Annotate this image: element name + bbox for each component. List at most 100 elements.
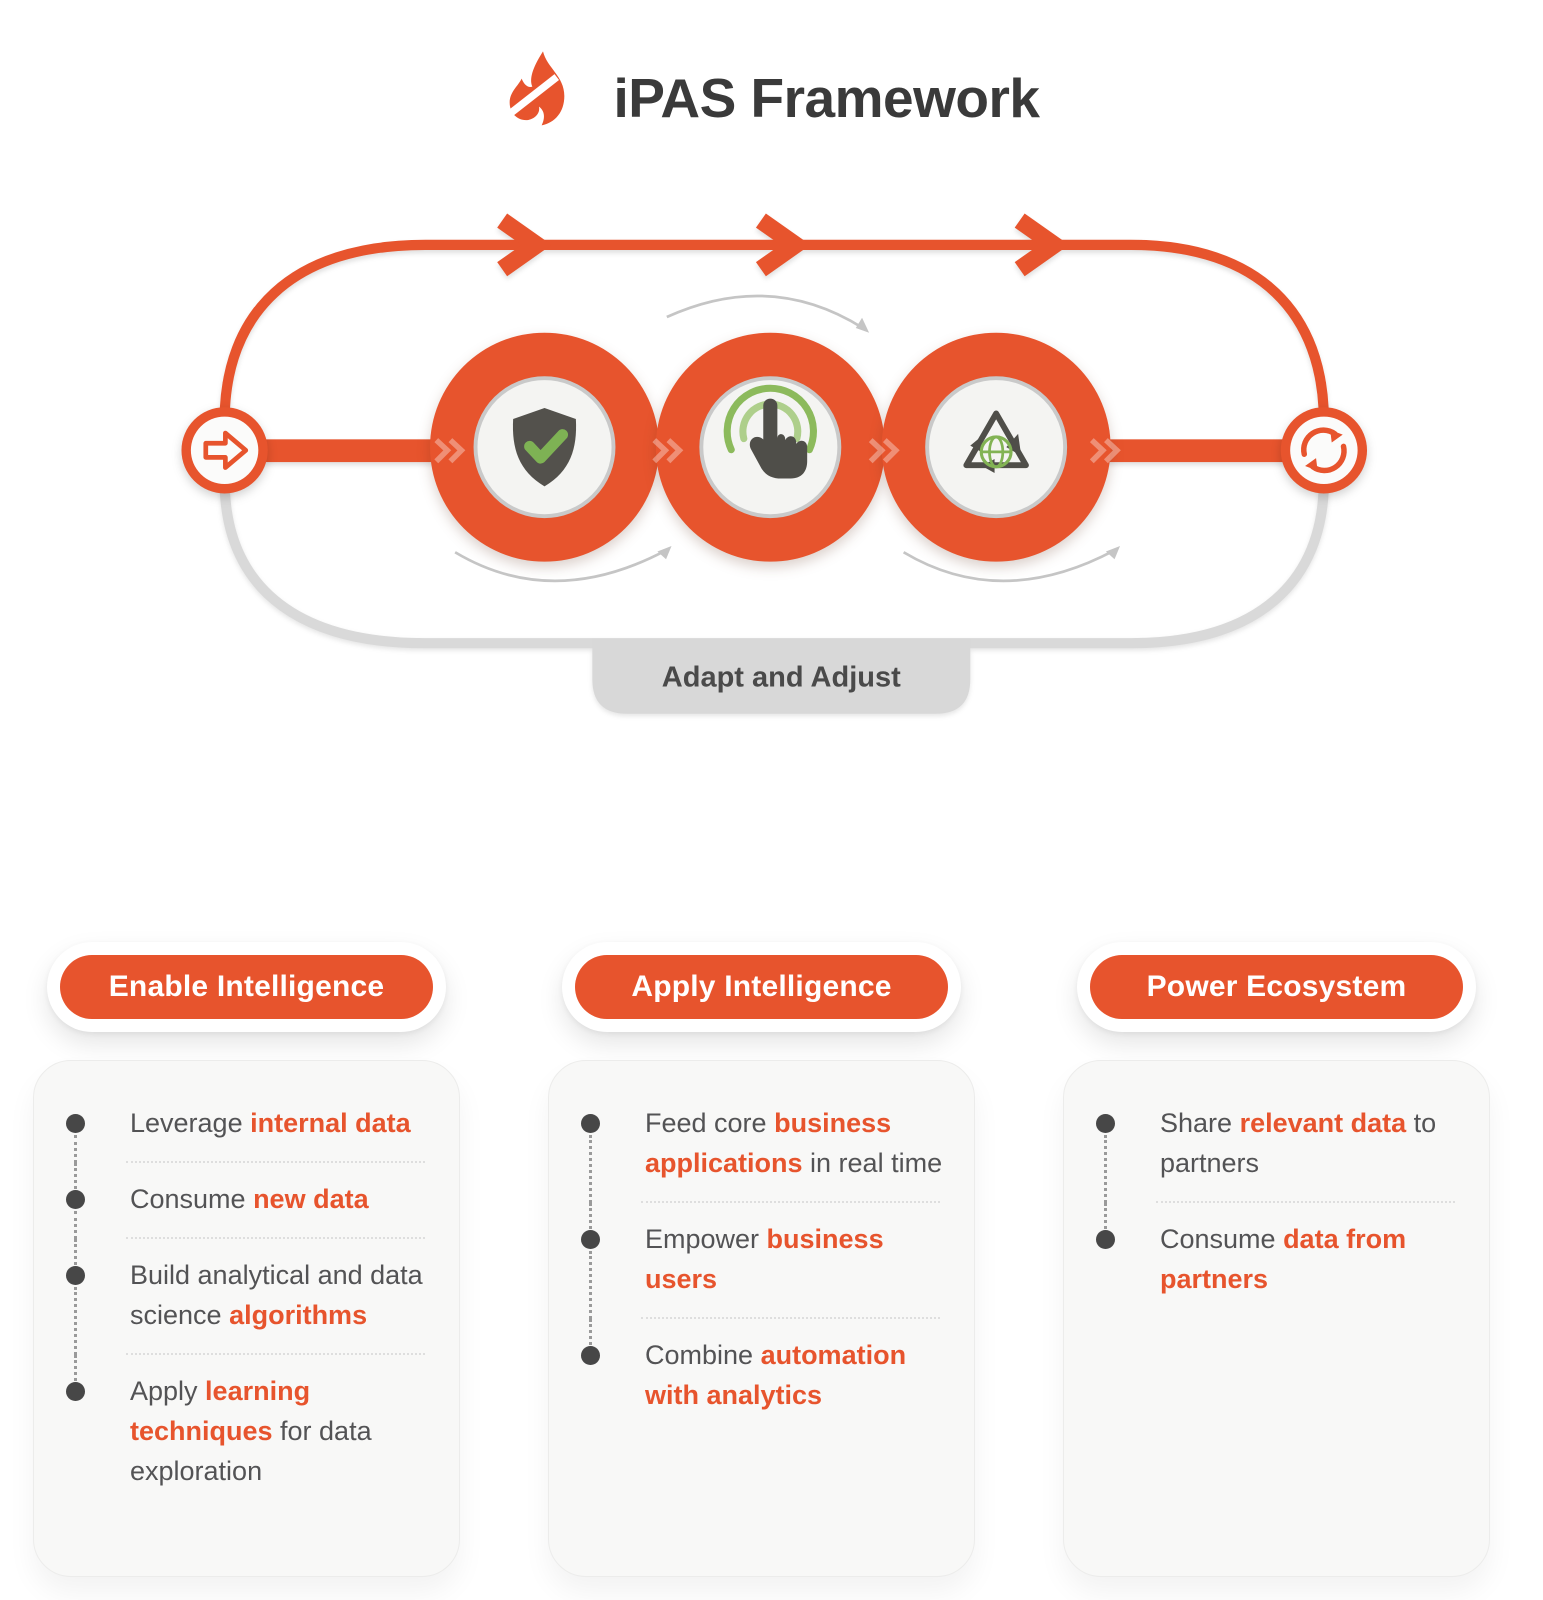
flow-diagram-svg: Adapt and Adjust [181,213,1368,714]
bullet-rail [74,1163,77,1189]
columns-section: Enable Intelligence Leverage internal da… [33,942,1490,1577]
item-text-segment: to partners [1160,1108,1437,1178]
item-separator [1156,1201,1455,1203]
cycle-arc-bottom-right [902,549,1115,583]
chevron-right-icon [652,438,684,464]
item-text-segment: Empower [645,1224,767,1254]
arrowhead-icon [497,213,552,277]
bullet-dot [66,1114,85,1133]
item-highlight: data from partners [1160,1224,1407,1294]
item-highlight: business users [645,1224,884,1294]
end-node [1280,407,1368,494]
list-item: Apply learning techniques for data explo… [64,1353,429,1509]
item-separator [641,1317,940,1319]
item-text-segment: Consume [1160,1224,1284,1254]
bullet-rail [74,1239,77,1265]
item-highlight: automation with analytics [645,1340,907,1410]
bullet-rail [589,1203,592,1229]
list-item: Build analytical and data science algori… [64,1237,429,1355]
flame-icon [503,51,565,126]
item-text: Consume data from partners [1160,1224,1406,1294]
adapt-adjust-tab [592,638,971,714]
bullet-rail [1104,1203,1107,1229]
column-header-wrap: Power Ecosystem [1077,942,1476,1032]
item-highlight: algorithms [229,1300,368,1330]
stage-circle-3 [881,332,1111,562]
cycle-arc-bottom-left [454,549,666,583]
band-chevrons [434,438,1121,464]
cycle-arrows [454,294,1115,583]
column-header-wrap: Enable Intelligence [47,942,446,1032]
chevron-right-icon [434,438,466,464]
bullet-dot [581,1114,600,1133]
column-title: Power Ecosystem [1090,955,1463,1019]
item-highlight: internal data [250,1108,411,1138]
item-highlight: business applications [645,1108,892,1178]
item-highlight: learning techniques [130,1376,311,1446]
item-text: Feed core business applications in real … [645,1108,942,1178]
item-text-segment: Feed core [645,1108,775,1138]
bullet-rail [1104,1135,1107,1203]
bullet-rail [74,1287,77,1355]
shield-check-icon [512,407,577,487]
bullet-rail [74,1135,77,1163]
item-text: Consume new data [130,1184,369,1214]
chevron-right-icon [868,438,900,464]
globe-icon [979,435,1013,469]
item-separator [126,1353,425,1355]
cycle-arc-top [666,294,864,330]
list-item: Combine automation with analytics [579,1317,944,1433]
item-separator [126,1161,425,1163]
framework-column: Enable Intelligence Leverage internal da… [33,942,460,1577]
flow-loop-top [219,213,1329,422]
arrow-right-icon [203,430,249,470]
bullet-dot [581,1346,600,1365]
column-title: Enable Intelligence [60,955,433,1019]
framework-column: Apply Intelligence Feed core business ap… [548,942,975,1577]
list-item: Consume new data [64,1161,429,1239]
recycle-globe-icon [963,410,1029,474]
flow-loop-bottom [219,480,1329,714]
bullet-rail [589,1251,592,1319]
list-item: Feed core business applications in real … [579,1085,944,1203]
item-text-segment: Build analytical and data science [130,1260,423,1330]
item-text-segment: in real time [802,1148,943,1178]
start-node [181,407,268,494]
item-text: Apply learning techniques for data explo… [130,1376,372,1486]
item-text-segment: Share [1160,1108,1240,1138]
list-item: Share relevant data to partners [1094,1085,1459,1203]
sync-icon [1301,427,1347,474]
item-separator [126,1237,425,1239]
list-item: Consume data from partners [1094,1201,1459,1317]
chevron-right-icon [1089,438,1121,464]
bullet-rail [74,1355,77,1381]
item-text-segment: Combine [645,1340,761,1370]
item-highlight: new data [253,1184,369,1214]
item-text-segment: for data exploration [130,1416,372,1486]
item-text-segment: Leverage [130,1108,251,1138]
bullet-dot [1096,1230,1115,1249]
column-title: Apply Intelligence [575,955,948,1019]
page-title: iPAS Framework [613,67,1040,129]
arrowhead-icon [1014,213,1070,277]
column-items: Feed core business applications in real … [579,1085,944,1433]
column-header-wrap: Apply Intelligence [562,942,961,1032]
bullet-dot [66,1190,85,1209]
framework-column: Power Ecosystem Share relevant data to p… [1063,942,1490,1577]
cycle-arrowheads [657,317,1121,560]
item-text: Share relevant data to partners [1160,1108,1436,1178]
flow-arrowheads [497,213,1070,277]
touch-interact-icon [723,384,817,479]
loop-label: Adapt and Adjust [662,661,901,693]
bullet-dot [66,1266,85,1285]
item-text: Build analytical and data science algori… [130,1260,423,1330]
bullet-dot [581,1230,600,1249]
item-highlight: relevant data [1239,1108,1407,1138]
framework-diagram: Adapt and Adjust [0,190,1543,880]
item-text: Empower business users [645,1224,884,1294]
list-item: Empower business users [579,1201,944,1319]
